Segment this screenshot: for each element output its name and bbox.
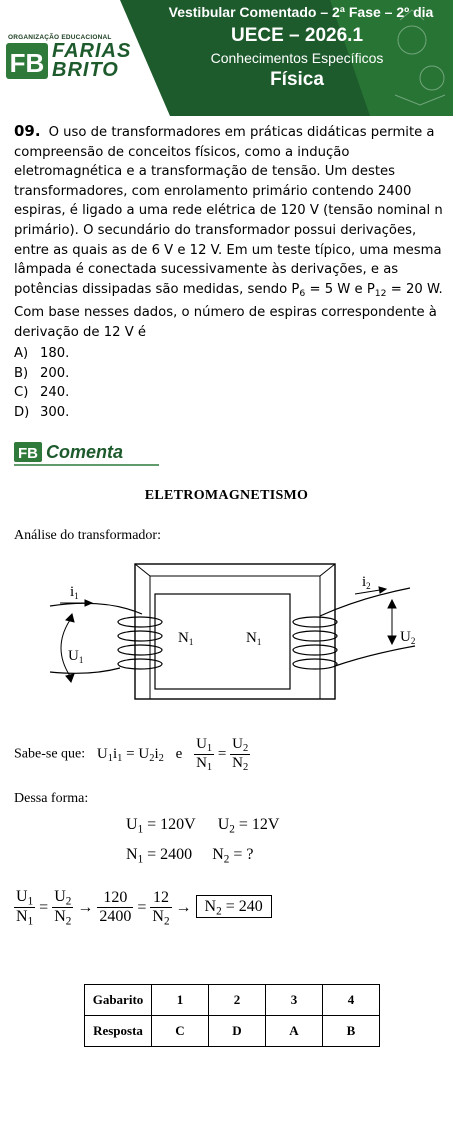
table-row: Resposta C D A B	[84, 1015, 380, 1047]
comenta-logo-icon	[14, 442, 42, 462]
option-a: A)180.	[14, 346, 70, 361]
header-text-block: Vestibular Comentado – 2ª Fase – 2º dia …	[147, 4, 447, 91]
answer-table: Gabarito 1 2 3 4 Resposta C D A B	[84, 984, 380, 1047]
p12-subscript: 12	[374, 287, 387, 299]
svg-text:U1: U1	[68, 648, 83, 665]
question-text: 09.O uso de transformadores em práticas …	[14, 122, 444, 342]
arrow-u2-top-icon	[387, 598, 397, 609]
core-inner	[154, 593, 291, 690]
p6-subscript: 6	[299, 287, 306, 299]
power-equation: U1i1 = U2i2	[96, 745, 164, 764]
logo-wordmark: FARIAS BRITO	[52, 40, 132, 81]
svg-text:FB: FB	[10, 48, 45, 78]
answer-options: A)180. B)200. C)240. D)300.	[14, 344, 69, 422]
logo-word-farias: FARIAS	[52, 40, 132, 62]
transformer-diagram: i1 i2 U1 U2 N1 N1	[49, 563, 416, 700]
comenta-label: Comenta	[46, 442, 124, 462]
arrow-u1-top-icon	[65, 613, 75, 623]
exam-title: UECE – 2026.1	[230, 25, 364, 46]
section-title: ELETROMAGNETISMO	[144, 488, 309, 503]
svg-text:N1: N1	[178, 630, 193, 647]
exam-subtitle: Vestibular Comentado – 2ª Fase – 2º dia	[168, 4, 434, 20]
logo-word-brito: BRITO	[52, 59, 119, 81]
e-conjunction: e	[175, 746, 183, 763]
header-ornament-icon	[394, 9, 446, 106]
svg-text:FB: FB	[18, 445, 38, 462]
svg-text:i2: i2	[362, 574, 371, 591]
arrow-i2-icon	[378, 586, 388, 594]
question-body-part3: = 20 W. Com base nesses dados, o número …	[14, 281, 443, 340]
analysis-label: Análise do transformador:	[14, 528, 161, 543]
svg-text:N1: N1	[246, 630, 261, 647]
arrow-u1-bottom-icon	[65, 673, 75, 683]
question-body-part1: O uso de transformadores em práticas did…	[14, 125, 443, 297]
option-c: C)240.	[14, 385, 70, 401]
result-box: N2 = 240	[195, 895, 272, 919]
table-row: Gabarito 1 2 3 4	[84, 984, 380, 1016]
exam-area: Conhecimentos Específicos	[210, 50, 384, 66]
comenta-badge: FB Comenta	[14, 440, 159, 468]
page-header: FB ORGANIZAÇÃO EDUCACIONAL FARIAS BRITO …	[0, 0, 453, 116]
sabe-label: Sabe-se que:	[14, 746, 86, 762]
primary-coil	[49, 602, 163, 674]
arrow-i1-icon	[84, 599, 94, 607]
option-b: B)200.	[14, 365, 70, 381]
option-d: D)300.	[14, 404, 70, 420]
question-number: 09.	[14, 122, 41, 140]
fb-logo-icon: FB	[6, 43, 48, 79]
svg-text:U2: U2	[400, 629, 415, 646]
secondary-coil	[292, 587, 416, 670]
svg-text:i1: i1	[70, 584, 79, 601]
org-label: ORGANIZAÇÃO EDUCACIONAL	[8, 34, 112, 41]
exam-subject: Física	[270, 69, 324, 90]
question-body-part2: = 5 W e P	[305, 281, 375, 297]
dessa-label: Dessa forma:	[14, 791, 89, 806]
header-background: FB	[0, 0, 453, 116]
arrow-u2-bottom-icon	[387, 635, 397, 646]
